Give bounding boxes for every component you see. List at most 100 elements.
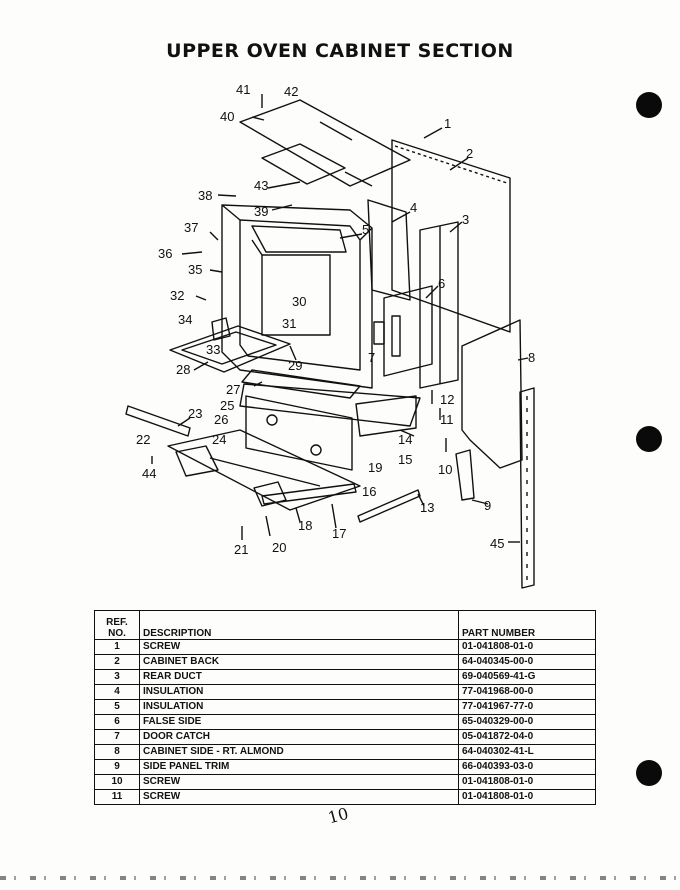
part-number-cell: 01-041808-01-0	[458, 639, 596, 655]
front-trim	[125, 405, 191, 437]
lower-strip	[357, 489, 421, 523]
callout-label: 45	[490, 536, 504, 551]
heat-plate	[261, 143, 346, 185]
side-panel-trim	[455, 449, 475, 501]
false-side	[383, 285, 433, 377]
callout-label: 28	[176, 362, 190, 377]
control-panel	[167, 429, 361, 511]
description-cell: INSULATION	[139, 684, 459, 700]
oven-frame	[221, 204, 373, 389]
control-housing	[245, 395, 353, 471]
callout-label: 8	[528, 350, 535, 365]
description-cell: CABINET SIDE - RT. ALMOND	[139, 744, 459, 760]
part-number-cell: 64-040302-41-L	[458, 744, 596, 760]
callout-label: 7	[368, 350, 375, 365]
part-number-cell: 69-040569-41-G	[458, 669, 596, 685]
ref-cell: 4	[94, 684, 140, 700]
part-number-cell: 01-041808-01-0	[458, 789, 596, 805]
part-number-cell: 64-040345-00-0	[458, 654, 596, 670]
door-catch	[373, 321, 385, 345]
callout-label: 43	[254, 178, 268, 193]
binder-hole-middle	[636, 426, 662, 452]
ref-cell: 5	[94, 699, 140, 715]
table-header-row: REF. NO. DESCRIPTION PART NUMBER	[94, 610, 596, 640]
callout-label: 41	[236, 82, 250, 97]
callout-label: 31	[282, 316, 296, 331]
description-cell: SCREW	[139, 774, 459, 790]
callout-label: 25	[220, 398, 234, 413]
ref-cell: 7	[94, 729, 140, 745]
oven-door	[169, 325, 291, 373]
callout-label: 27	[226, 382, 240, 397]
callout-label: 12	[440, 392, 454, 407]
scan-edge-artifact	[0, 876, 680, 880]
binder-hole-top	[636, 92, 662, 118]
callout-label: 1	[444, 116, 451, 131]
ref-cell: 1	[94, 639, 140, 655]
callout-label: 44	[142, 466, 156, 481]
callout-label: 40	[220, 109, 234, 124]
ref-cell: 11	[94, 789, 140, 805]
header-ref-no: REF. NO.	[94, 610, 140, 640]
part-number-cell: 66-040393-03-0	[458, 759, 596, 775]
callout-label: 13	[420, 500, 434, 515]
ref-cell: 3	[94, 669, 140, 685]
exploded-parts-diagram: 41 42 40 1 2 38 43 39 4 3 37 5 36 35 6 3…	[125, 82, 535, 589]
hinge	[211, 317, 231, 341]
description-cell: SCREW	[139, 639, 459, 655]
side-strip	[519, 387, 535, 589]
callout-label: 23	[188, 406, 202, 421]
callout-label: 5	[362, 222, 369, 237]
callout-label: 35	[188, 262, 202, 277]
ref-cell: 2	[94, 654, 140, 670]
part-number-cell: 01-041808-01-0	[458, 774, 596, 790]
callout-label: 36	[158, 246, 172, 261]
description-cell: DOOR CATCH	[139, 729, 459, 745]
callout-label: 16	[362, 484, 376, 499]
callout-label: 9	[484, 498, 491, 513]
callout-label: 37	[184, 220, 198, 235]
description-cell: REAR DUCT	[139, 669, 459, 685]
description-cell: CABINET BACK	[139, 654, 459, 670]
callout-label: 4	[410, 200, 417, 215]
description-cell: INSULATION	[139, 699, 459, 715]
part-number-cell: 65-040329-00-0	[458, 714, 596, 730]
callout-label: 3	[462, 212, 469, 227]
ref-cell: 10	[94, 774, 140, 790]
callout-label: 24	[212, 432, 226, 447]
callout-label: 38	[198, 188, 212, 203]
callout-label: 10	[438, 462, 452, 477]
oven-liner-top	[251, 225, 347, 253]
part-number-cell: 77-041967-77-0	[458, 699, 596, 715]
callout-label: 15	[398, 452, 412, 467]
ref-cell: 8	[94, 744, 140, 760]
page-number: 10	[325, 803, 351, 828]
cabinet-back	[391, 139, 511, 333]
ref-cell: 6	[94, 714, 140, 730]
header-part-number: PART NUMBER	[458, 610, 596, 640]
callout-label: 20	[272, 540, 286, 555]
cabinet-side	[461, 319, 523, 469]
callout-label: 32	[170, 288, 184, 303]
callout-label: 6	[438, 276, 445, 291]
callout-label: 42	[284, 84, 298, 99]
bottom-panel	[241, 369, 361, 399]
callout-label: 21	[234, 542, 248, 557]
callout-label: 30	[292, 294, 306, 309]
part-number-cell: 05-041872-04-0	[458, 729, 596, 745]
description-cell: FALSE SIDE	[139, 714, 459, 730]
callout-label: 22	[136, 432, 150, 447]
callout-label: 19	[368, 460, 382, 475]
callout-label: 33	[206, 342, 220, 357]
description-cell: SCREW	[139, 789, 459, 805]
callout-label: 39	[254, 204, 268, 219]
callout-label: 11	[440, 412, 454, 427]
